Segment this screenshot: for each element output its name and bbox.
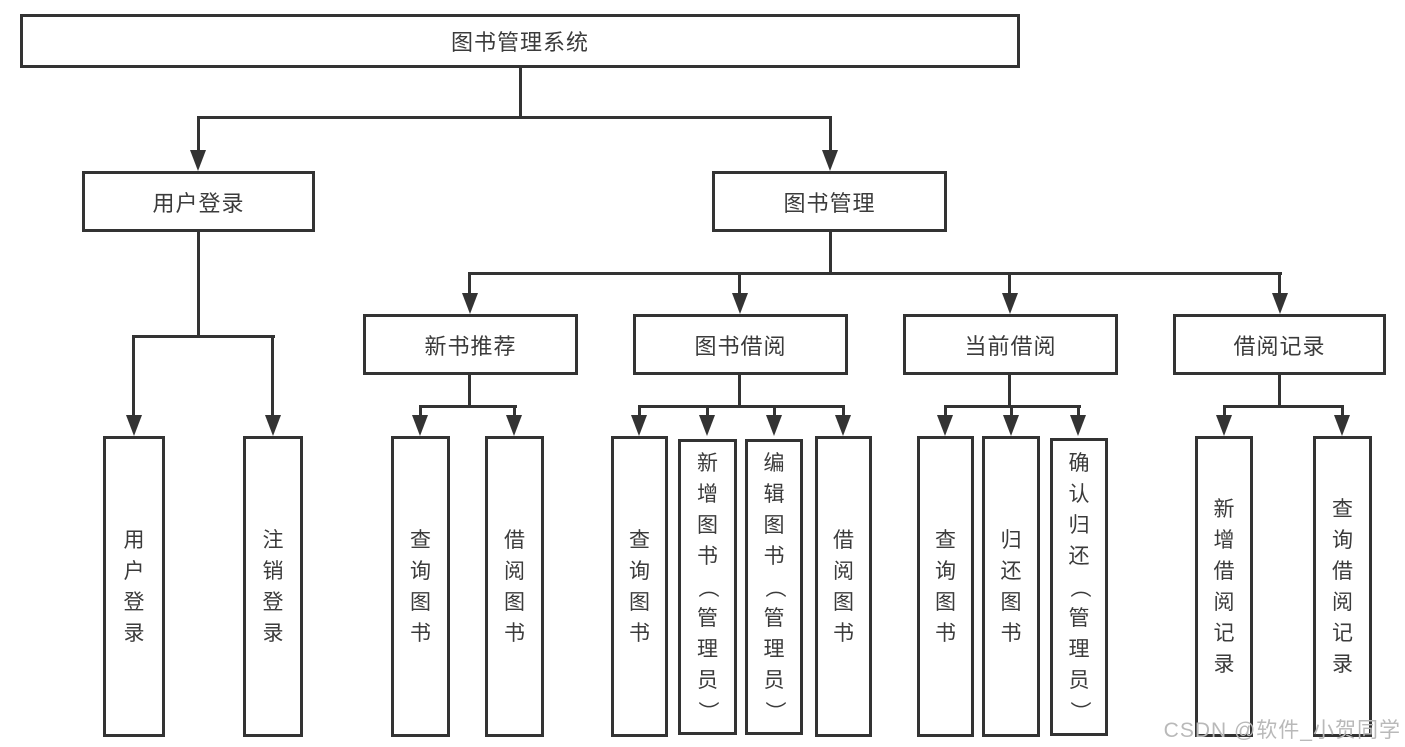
node-borrow-record: 借阅记录 [1173,314,1386,375]
connector [638,405,641,417]
node-root: 图书管理系统 [20,14,1020,68]
arrowhead [766,415,782,436]
node-current-borrow: 当前借阅 [903,314,1118,375]
node-user-login: 用户登录 [82,171,315,232]
arrowhead [822,150,838,171]
leaf-borrow-query-book: 查询图书 [611,436,668,737]
connector [132,335,135,416]
arrowhead [835,415,851,436]
connector [1223,405,1226,417]
leaf-borrow-edit-book-admin: 编辑图书（管理员） [745,439,803,735]
connector [197,116,832,119]
leaf-borrow-borrow-book: 借阅图书 [815,436,872,737]
leaf-current-confirm-return-admin: 确认归还（管理员） [1050,438,1108,736]
arrowhead [1272,293,1288,314]
leaf-record-add-record: 新增借阅记录 [1195,436,1253,737]
leaf-user-login: 用户登录 [103,436,165,737]
arrowhead [1334,415,1350,436]
connector [829,116,832,152]
connector [197,232,200,338]
arrowhead [190,150,206,171]
connector [944,405,947,417]
arrowhead [631,415,647,436]
connector [638,405,845,408]
leaf-recommend-query-book: 查询图书 [391,436,450,737]
arrowhead [1002,293,1018,314]
connector [468,272,471,294]
connector [1278,375,1281,408]
leaf-recommend-borrow-book: 借阅图书 [485,436,544,737]
connector [1008,272,1011,294]
leaf-borrow-add-book-admin: 新增图书（管理员） [678,439,737,735]
connector [513,405,516,417]
arrowhead [699,415,715,436]
connector [419,405,422,417]
arrowhead [732,293,748,314]
leaf-current-return-book: 归还图书 [982,436,1040,737]
connector [132,335,275,338]
leaf-current-query-book: 查询图书 [917,436,974,737]
leaf-logout: 注销登录 [243,436,303,737]
arrowhead [265,415,281,436]
node-book-borrow: 图书借阅 [633,314,848,375]
connector [1341,405,1344,417]
connector [738,272,741,294]
connector [197,116,200,152]
connector [1008,375,1011,408]
connector [738,375,741,408]
arrowhead [462,293,478,314]
connector [468,375,471,408]
watermark: CSDN @软件_小贺同学 [1163,719,1401,742]
connector [1010,405,1013,417]
connector [419,405,517,408]
arrowhead [937,415,953,436]
leaf-record-query-record: 查询借阅记录 [1313,436,1372,737]
node-new-book-recommend: 新书推荐 [363,314,578,375]
connector [706,405,709,417]
node-book-management: 图书管理 [712,171,947,232]
arrowhead [1003,415,1019,436]
connector [773,405,776,417]
arrowhead [126,415,142,436]
connector [519,68,522,118]
connector [271,335,274,416]
connector [842,405,845,417]
arrowhead [1216,415,1232,436]
connector [1278,272,1281,294]
arrowhead [1070,415,1086,436]
arrowhead [412,415,428,436]
connector [1223,405,1344,408]
connector [829,232,832,275]
connector [1077,405,1080,417]
arrowhead [506,415,522,436]
connector [468,272,1282,275]
